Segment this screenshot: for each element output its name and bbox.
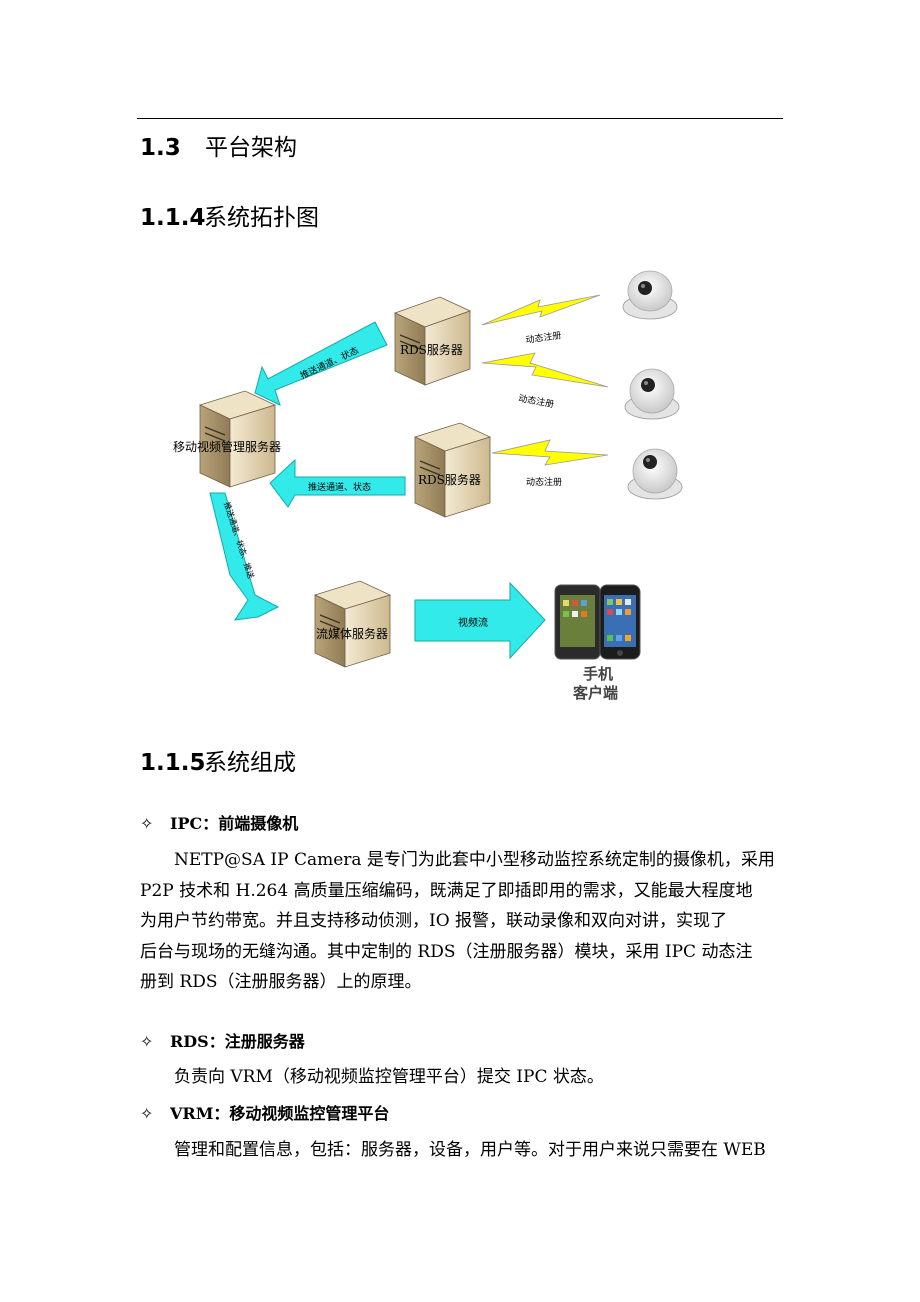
diamond-star-icon: ✧: [140, 1032, 154, 1051]
stream-server: [313, 580, 392, 668]
android-phone-icon: [554, 584, 601, 660]
bolt-2: [481, 352, 609, 388]
push-arrow-bottom: [269, 458, 406, 508]
reg-label-2: 动态注册: [517, 392, 555, 410]
bolt-1: [481, 294, 601, 326]
reg-label-3: 动态注册: [526, 476, 562, 488]
camera-icon: [624, 368, 680, 420]
paragraph-rds: 负责向 VRM（移动视频监控管理平台）提交 IPC 状态。: [174, 1067, 604, 1087]
header-rule: [137, 118, 783, 119]
mgmt-server-label: 移动视频管理服务器: [173, 439, 281, 454]
topology-diagram: RDS服务器 RDS服务器 移动视频管理服务器 流媒体服务器 推送通道、状态 推…: [173, 270, 683, 702]
composition-heading: 1.1.5系统组成: [140, 750, 296, 776]
bullet-vrm: ✧VRM：移动视频监控管理平台: [140, 1104, 390, 1123]
push-label-bottom: 推送通道、状态: [308, 481, 371, 493]
paragraph-line: 册到 RDS（注册服务器）上的原理。: [140, 972, 422, 992]
reg-label-1: 动态注册: [525, 329, 562, 346]
paragraph-line: 为用户节约带宽。并且支持移动侦测，IO 报警，联动录像和双向对讲，实现了: [140, 911, 728, 931]
bullet-ipc: ✧IPC：前端摄像机: [140, 814, 299, 833]
paragraph-line: P2P 技术和 H.264 高质量压缩编码，既满足了即插即用的需求，又能最大程度…: [140, 880, 753, 901]
topology-heading: 1.1.4系统拓扑图: [140, 205, 319, 231]
client-label-line1: 手机: [583, 665, 613, 683]
paragraph-vrm: 管理和配置信息，包括：服务器，设备，用户等。对于用户来说只需要在 WEB: [174, 1140, 766, 1160]
paragraph-line: NETP@SA IP Camera 是专门为此套中小型移动监控系统定制的摄像机，…: [174, 850, 775, 870]
rds-server-2: [413, 422, 492, 518]
iphone-icon: [599, 584, 641, 660]
push-arrow-top: [254, 321, 388, 406]
push-arrow-vertical: [209, 492, 280, 621]
diamond-star-icon: ✧: [140, 1104, 154, 1123]
video-label: 视频流: [458, 616, 488, 629]
paragraph-line: 后台与现场的无缝沟通。其中定制的 RDS（注册服务器）模块，采用 IPC 动态注: [140, 941, 753, 962]
camera-icon: [622, 270, 678, 320]
diamond-star-icon: ✧: [140, 814, 154, 833]
rds-server-1-label: RDS服务器: [400, 342, 463, 357]
stream-server-label: 流媒体服务器: [316, 626, 388, 641]
video-arrow: [414, 581, 546, 660]
rds-server-1: [393, 296, 472, 386]
client-label-line2: 客户端: [572, 684, 618, 702]
mgmt-server: [198, 390, 277, 488]
paragraph-ipc: NETP@SA IP Camera 是专门为此套中小型移动监控系统定制的摄像机，…: [140, 845, 786, 998]
bullet-rds: ✧RDS：注册服务器: [140, 1032, 305, 1051]
bolt-3: [491, 439, 609, 466]
camera-icon: [627, 448, 683, 500]
rds-server-2-label: RDS服务器: [418, 472, 481, 487]
